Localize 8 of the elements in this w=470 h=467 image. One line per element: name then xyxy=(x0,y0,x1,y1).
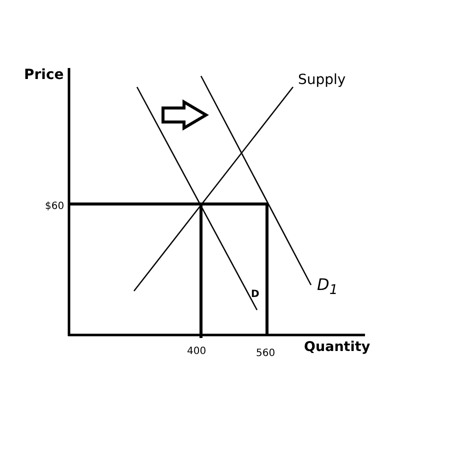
tick-label: 560 xyxy=(256,349,276,359)
curve-label: Supply xyxy=(298,73,346,87)
tick-label: $60 xyxy=(45,202,64,212)
curve-label: D xyxy=(251,290,260,300)
axis-label: Quantity xyxy=(304,341,370,354)
tick-label: 400 xyxy=(187,347,206,357)
curve-label: D$_{1}$ xyxy=(317,277,338,298)
axis-label: Price xyxy=(24,68,64,82)
